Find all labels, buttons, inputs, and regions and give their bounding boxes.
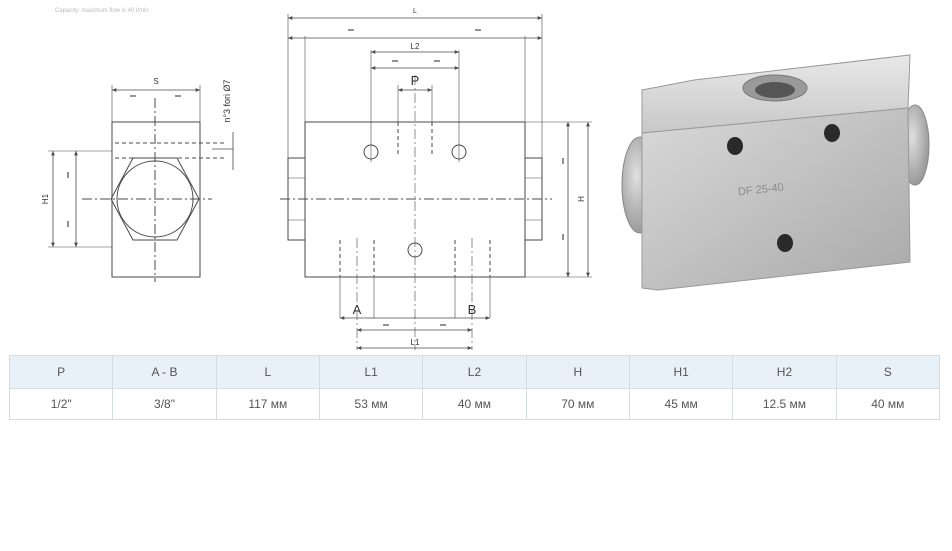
header-cell-p: P [8, 355, 114, 389]
photo-hole-left [727, 137, 743, 155]
header-text: Capacity: maximum flow is 40 l/min [55, 8, 149, 14]
side-view [48, 85, 234, 282]
header-cell-h1: H1 [628, 355, 734, 389]
spec-table: P A - B L L1 L2 H H1 H2 S 1/2" 3/8" 117 … [8, 355, 941, 420]
product-photo: DF 25-40 [621, 54, 930, 291]
header-cell-a-b: A - B [112, 355, 217, 389]
header-cell-l1: L1 [318, 355, 424, 389]
value-cell-a-b: 3/8" [112, 388, 217, 420]
dim-h1-label: H1 [41, 193, 50, 204]
photo-engraving: DF 25-40 [737, 182, 784, 199]
port-p-label: P [411, 73, 420, 88]
port-a-label: A [353, 302, 362, 317]
value-cell-l2: 40 мм [422, 388, 527, 420]
photo-hole-bottom [777, 234, 793, 252]
hole-note-label: n°3 fori Ø7 [222, 79, 232, 122]
front-view [280, 14, 592, 350]
technical-drawing: Capacity: maximum flow is 40 l/min S H1 … [41, 8, 592, 350]
value-cell-l1: 53 мм [318, 388, 424, 420]
header-cell-l: L [215, 355, 320, 389]
header-cell-h: H [525, 355, 630, 389]
spec-header-row: P A - B L L1 L2 H H1 H2 S [8, 355, 941, 389]
hex-port-nut [110, 157, 200, 241]
spec-value-row: 1/2" 3/8" 117 мм 53 мм 40 мм 70 мм 45 мм… [8, 388, 941, 420]
value-cell-h2: 12.5 мм [732, 388, 837, 420]
port-b-label: B [468, 302, 477, 317]
dim-l2-label: L2 [411, 42, 420, 51]
value-cell-l: 117 мм [215, 388, 320, 420]
dim-l-label: L [413, 8, 417, 15]
valve-block-face [641, 107, 911, 291]
header-cell-h2: H2 [732, 355, 837, 389]
dim-s-label: S [153, 77, 158, 86]
header-cell-l2: L2 [422, 355, 527, 389]
dim-l1-label: L1 [411, 338, 420, 347]
value-cell-s: 40 мм [835, 388, 941, 420]
dim-h-label: H [577, 196, 586, 202]
photo-hole-right [824, 124, 840, 142]
value-cell-p: 1/2" [8, 388, 114, 420]
header-cell-s: S [835, 355, 941, 389]
value-cell-h: 70 мм [525, 388, 630, 420]
value-cell-h1: 45 мм [628, 388, 734, 420]
